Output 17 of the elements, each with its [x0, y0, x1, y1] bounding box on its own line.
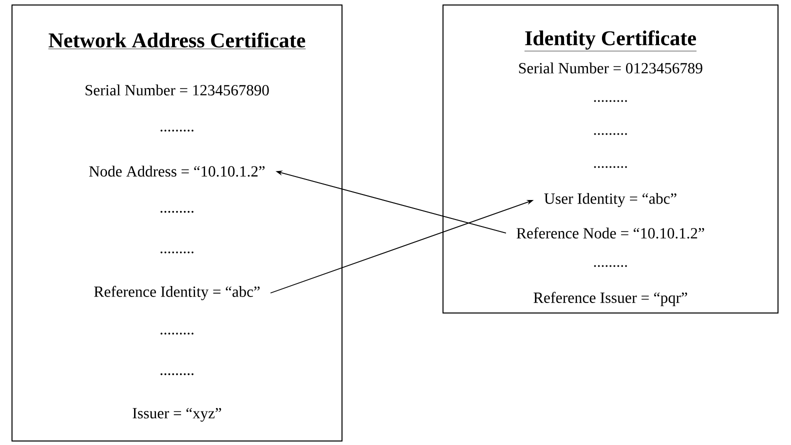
- field-text: .........: [160, 332, 194, 335]
- field-text: .........: [160, 251, 194, 254]
- field-text: Serial Number = 0123456789: [519, 62, 702, 74]
- field-text: .........: [160, 130, 194, 132]
- field-text: .........: [594, 133, 627, 135]
- field-text: Reference Issuer = “pqr”: [534, 292, 688, 306]
- field-text: .........: [594, 265, 627, 267]
- field-text: Node Address = “10.10.1.2”: [89, 166, 265, 177]
- field-text: .........: [160, 210, 194, 213]
- field-text: .........: [594, 166, 627, 168]
- field-text: Reference Node = “10.10.1.2”: [516, 227, 704, 239]
- field-text: Serial Number = 1234567890: [86, 84, 269, 96]
- field-text: Issuer = “xyz”: [132, 408, 222, 422]
- field-text: .........: [594, 100, 627, 102]
- field-text: Reference Identity = “abc”: [94, 286, 260, 300]
- field-text: .........: [160, 373, 194, 376]
- field-text: User Identity = “abc”: [544, 192, 676, 208]
